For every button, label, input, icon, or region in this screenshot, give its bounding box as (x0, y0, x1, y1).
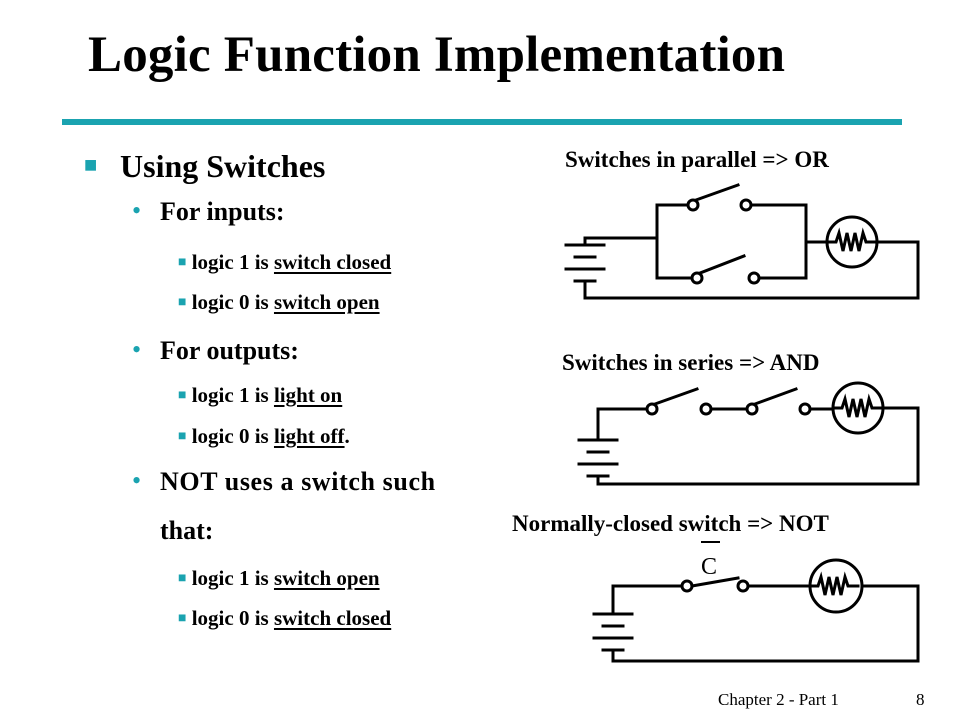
battery-icon (577, 438, 619, 478)
parallel-caption: Switches in parallel => OR (565, 147, 829, 172)
battery-icon (564, 243, 606, 283)
square-bullet-icon: ■ (178, 255, 187, 270)
footer-page-number: 8 (916, 690, 925, 709)
inputs-label: For inputs: (160, 197, 285, 226)
not-switch-label: C (701, 554, 717, 580)
not-label-line-2: that: (160, 516, 214, 545)
inputs-item-1-prefix: logic 1 is (191, 250, 274, 274)
slide-title: Logic Function Implementation (88, 27, 786, 83)
square-bullet-icon: ■ (178, 611, 187, 626)
switch-icon (686, 183, 753, 212)
inputs-item-2-prefix: logic 0 is (191, 290, 274, 314)
square-bullet-icon: ■ (178, 429, 187, 444)
outputs-item-1: ■ logic 1 is light on (178, 383, 342, 408)
round-bullet-icon: • (132, 335, 142, 364)
not-item-2-prefix: logic 0 is (191, 606, 274, 630)
inputs-item-2-term: switch open (273, 290, 380, 314)
not-item-2: ■ logic 0 is switch closed (178, 606, 391, 631)
not-label-line-1: NOT uses a switch such (160, 467, 436, 496)
switch-icon (745, 387, 812, 416)
parallel-circuit (564, 183, 920, 300)
light-bulb-icon (831, 381, 885, 435)
bullet-not-switch: • NOT uses a switch such (132, 466, 435, 496)
outputs-label: For outputs: (160, 336, 299, 365)
bullet-for-outputs: • For outputs: (132, 335, 299, 365)
inputs-item-2: ■ logic 0 is switch open (178, 290, 380, 315)
outputs-item-1-prefix: logic 1 is (191, 383, 274, 407)
not-item-1: ■ logic 1 is switch open (178, 566, 380, 591)
switch-icon (690, 254, 761, 285)
outputs-item-2-prefix: logic 0 is (191, 424, 274, 448)
series-caption: Switches in series => AND (562, 350, 820, 375)
round-bullet-icon: • (132, 196, 142, 225)
switch-icon (645, 387, 713, 416)
square-bullet-icon: ■ (178, 295, 187, 310)
not-item-2-term: switch closed (273, 606, 392, 630)
bullet-using-switches: ■ Using Switches (84, 148, 325, 185)
square-bullet-icon: ■ (178, 388, 187, 403)
square-bullet-icon: ■ (178, 571, 187, 586)
light-bulb-icon (808, 558, 864, 614)
battery-icon (592, 612, 634, 652)
heading-using-switches: Using Switches (120, 148, 326, 184)
title-divider (62, 119, 902, 125)
round-bullet-icon: • (132, 466, 142, 495)
not-item-1-prefix: logic 1 is (191, 566, 274, 590)
not-circuit (592, 541, 920, 663)
not-caption: Normally-closed switch => NOT (512, 511, 829, 536)
outputs-item-2-term: light off (273, 424, 345, 448)
outputs-item-2-suffix: . (344, 424, 350, 448)
outputs-item-1-term: light on (273, 383, 343, 407)
light-bulb-icon (825, 215, 879, 269)
inputs-item-1: ■ logic 1 is switch closed (178, 250, 391, 275)
inputs-item-1-term: switch closed (273, 250, 392, 274)
bullet-for-inputs: • For inputs: (132, 196, 285, 226)
not-item-1-term: switch open (273, 566, 380, 590)
outputs-item-2: ■ logic 0 is light off. (178, 424, 350, 449)
series-circuit (577, 381, 920, 486)
footer-chapter: Chapter 2 - Part 1 (718, 690, 839, 709)
square-bullet-icon: ■ (84, 152, 98, 177)
